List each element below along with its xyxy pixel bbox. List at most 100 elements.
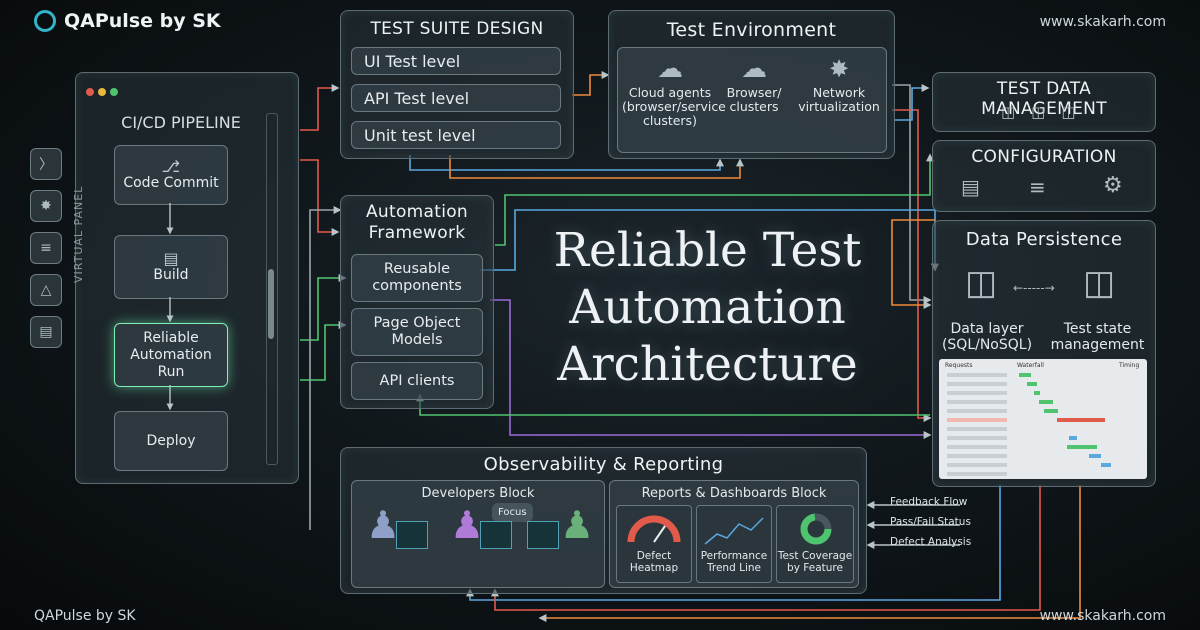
automation-framework-panel: Automation Framework Reusable components… [340,195,494,409]
observability-panel: Observability & Reporting Developers Blo… [340,447,867,594]
build-document-icon: ▤ [163,249,179,268]
developer-person-icon: ♟ [560,503,595,547]
terminal-icon[interactable]: 〉 [30,148,62,180]
data-persistence-title: Data Persistence [965,229,1123,250]
cicd-panel: VIRTUAL PANEL CI/CD PIPELINE ⎇ Code Comm… [72,72,299,484]
test-environment-title: Test Environment [666,19,837,41]
monitor-icon [527,521,559,549]
title-line-1: Reliable Test [553,223,862,278]
developer-person-icon: ♟ [366,503,401,547]
brand-url-top: www.skakarh.com [1039,14,1166,30]
table-header-requests: Requests [945,362,973,369]
logo-icon [34,10,56,32]
api-clients[interactable]: API clients [351,362,483,400]
step-reliable-automation-run[interactable]: Reliable Automation Run [114,323,228,387]
database-icon: ◫ [1083,263,1116,303]
test-coverage-card[interactable]: Test Coverage by Feature [776,505,854,583]
step-build[interactable]: ▤ Build [114,235,228,299]
table-header-waterfall: Waterfall [1017,362,1044,369]
feedback-flow-label: Feedback Flow [890,496,968,508]
pass-fail-status-label: Pass/Fail Status [890,516,971,528]
step-label: Code Commit [123,175,219,191]
card-label: Performance Trend Line [700,550,768,574]
donut-chart-icon [800,513,832,545]
defect-heatmap-card[interactable]: Defect Heatmap [616,505,692,583]
reports-dashboards-block: Reports & Dashboards Block Defect Heatma… [609,480,859,588]
network-nodes-icon: ✸ [828,55,850,83]
trend-line-icon [704,517,764,545]
brand-url-bottom: www.skakarh.com [1039,608,1166,624]
gear-icon[interactable]: ⚙ [1103,173,1123,198]
ui-test-level[interactable]: UI Test level [351,47,561,75]
main-title: Reliable Test Automation Architecture [520,222,895,393]
env-cloud-agents[interactable]: ☁ Cloud agents (browser/service clusters… [622,52,726,128]
card-label: Test Coverage by Feature [777,550,853,574]
window-controls [86,81,118,100]
observability-title: Observability & Reporting [483,454,724,475]
table-header-timing: Timing [1119,362,1140,369]
env-label: Network virtualization [798,85,880,114]
test-data-management-title: TEST DATA MANAGEMENT [981,79,1107,119]
filter-icon[interactable]: ≡ [30,232,62,264]
database-search-icon: ◫ [965,263,998,303]
step-deploy[interactable]: Deploy [114,411,228,471]
minimize-dot-icon[interactable] [98,88,106,96]
title-line-3: Architecture [557,337,858,392]
env-browser-clusters[interactable]: ☁ Browser/ clusters [718,52,790,114]
waterfall-bars [947,373,1111,476]
step-code-commit[interactable]: ⎇ Code Commit [114,145,228,205]
page-object-models[interactable]: Page Object Models [351,308,483,356]
test-suite-design-panel: TEST SUITE DESIGN UI Test level API Test… [340,10,574,159]
network-icon[interactable]: ✸ [30,190,62,222]
environment-group: ☁ Cloud agents (browser/service clusters… [617,47,887,153]
focus-bubble: Focus [492,503,533,522]
folder-icon[interactable]: ▤ [961,175,980,199]
gauge-icon [627,515,681,543]
title-line-2: Automation [569,280,846,335]
cloud-icon: ☁ [657,54,683,84]
brand-bottom-left: QAPulse by SK [34,608,136,624]
monitor-icon [396,521,428,549]
env-label: Cloud agents (browser/service clusters) [622,85,726,128]
database-cloud-icon: ☁ [741,54,767,84]
env-network-virtualization[interactable]: ✸ Network virtualization [794,52,884,114]
git-branch-icon: ⎇ [161,157,181,176]
triangle-icon[interactable]: △ [30,274,62,306]
performance-trend-card[interactable]: Performance Trend Line [696,505,772,583]
scrollbar-track[interactable] [266,113,278,465]
monitor-icon [480,521,512,549]
defect-analysis-label: Defect Analysis [890,536,972,548]
test-environment-panel: Test Environment ☁ Cloud agents (browser… [608,10,895,159]
configuration-panel: CONFIGURATION ▤ ≡ ⚙ [932,140,1156,212]
close-dot-icon[interactable] [86,88,94,96]
configuration-title: CONFIGURATION [971,147,1117,167]
reusable-components[interactable]: Reusable components [351,254,483,302]
developers-block: Developers Block Focus ♟ ♟ ♟ [351,480,605,588]
maximize-dot-icon[interactable] [110,88,118,96]
sync-arrows-icon: ←-----→ [1013,281,1055,295]
developers-block-title: Developers Block [421,486,535,501]
data-persistence-panel: Data Persistence ◫ ←-----→ ◫ Data layer … [932,220,1156,487]
cicd-title: CI/CD PIPELINE [121,113,241,132]
step-label: Build [153,267,189,283]
pipeline-arrows [166,203,174,411]
test-state-management[interactable]: Test state management [1050,321,1145,353]
document-icon[interactable]: ▤ [30,316,62,348]
scrollbar-thumb[interactable] [268,269,274,339]
test-data-management-panel: TEST DATA MANAGEMENT ◫◫◫ [932,72,1156,132]
unit-test-level[interactable]: Unit test level [351,121,561,149]
automation-framework-title: Automation Framework [365,202,468,243]
test-suite-design-title: TEST SUITE DESIGN [370,19,544,39]
network-waterfall-table: Requests Waterfall Timing [939,359,1147,479]
api-test-level[interactable]: API Test level [351,84,561,112]
brand-name: QAPulse by SK [64,10,221,32]
developer-person-icon: ♟ [450,503,485,547]
env-label: Browser/ clusters [726,85,782,114]
database-icons: ◫◫◫ [1001,103,1092,121]
sliders-icon[interactable]: ≡ [1029,175,1046,199]
card-label: Defect Heatmap [629,550,679,574]
reports-block-title: Reports & Dashboards Block [641,486,827,501]
data-layer[interactable]: Data layer (SQL/NoSQL) [941,321,1033,353]
brand-top-left: QAPulse by SK [34,10,221,32]
